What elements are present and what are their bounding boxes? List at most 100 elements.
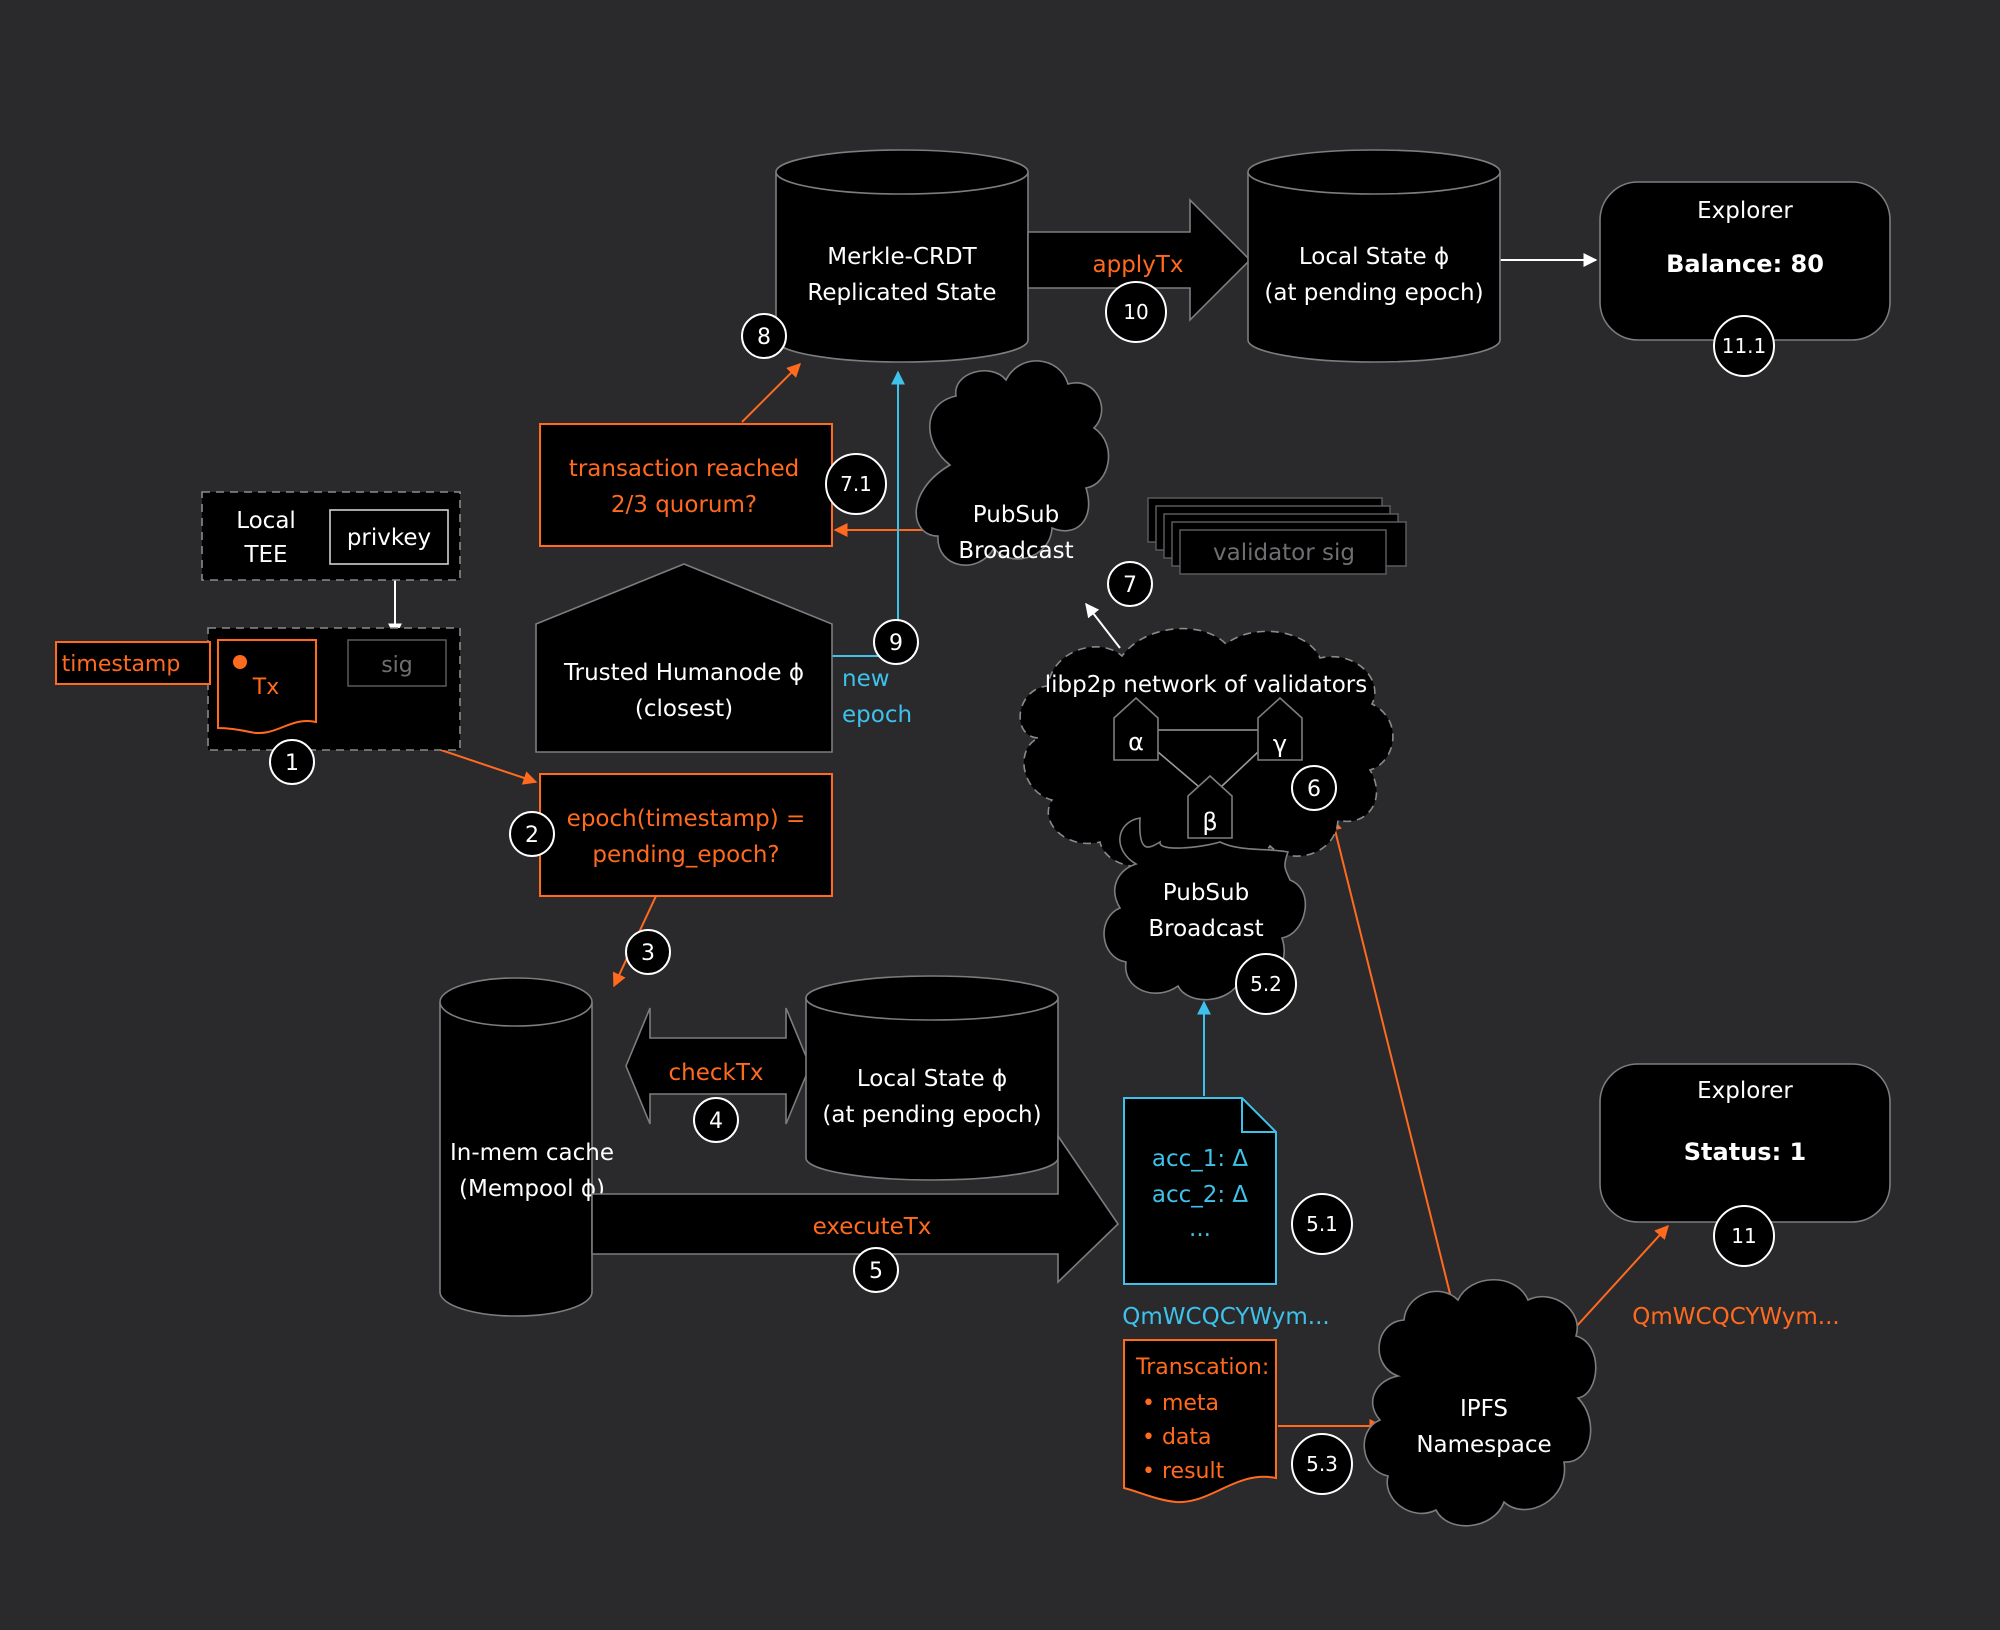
explorer-bottom-value: Status: 1 (1684, 1138, 1806, 1166)
local-state-top-cylinder: Local State ϕ (at pending epoch) (1247, 149, 1501, 363)
delta-cid: QmWCQCYWym... (1122, 1304, 1329, 1330)
svg-text:9: 9 (889, 631, 903, 656)
step-badge-3: 3 (625, 929, 671, 975)
epoch-check-line1: epoch(timestamp) = (567, 806, 806, 832)
quorum-line2: 2/3 quorum? (611, 492, 757, 518)
node-alpha: α (1113, 696, 1159, 761)
ipfs-line2: Namespace (1416, 1432, 1551, 1458)
pubsub-top-line1: PubSub (973, 502, 1059, 528)
local-tee-box: Local TEE privkey (201, 491, 461, 581)
svg-text:7.1: 7.1 (840, 472, 872, 496)
ipfs-line1: IPFS (1460, 1396, 1508, 1422)
transaction-item-data: • data (1142, 1425, 1212, 1450)
tee-line1: Local (236, 508, 296, 534)
timestamp-label: timestamp (62, 652, 181, 677)
libp2p-title: libp2p network of validators (1045, 672, 1367, 698)
node-beta: β (1187, 774, 1233, 839)
svg-text:2: 2 (525, 823, 539, 848)
arrow-quorum-to-merkle (741, 363, 801, 423)
pubsub-top-cloud: PubSub Broadcast (915, 360, 1110, 566)
svg-text:5.3: 5.3 (1306, 1452, 1338, 1476)
merkle-line2: Replicated State (807, 280, 996, 306)
svg-text:3: 3 (641, 941, 655, 966)
transaction-item-meta: • meta (1142, 1391, 1219, 1416)
new-epoch-line1: new (842, 666, 890, 692)
local-state-top-line2: (at pending epoch) (1264, 280, 1483, 306)
privkey-label: privkey (347, 525, 431, 551)
svg-text:5.1: 5.1 (1306, 1212, 1338, 1236)
transaction-title: Transcation: (1135, 1355, 1269, 1380)
step-badge-8: 8 (741, 313, 787, 359)
execute-tx-label: executeTx (813, 1214, 932, 1240)
step-badge-4: 4 (693, 1097, 739, 1143)
step-badge-6: 6 (1291, 765, 1337, 811)
svg-text:6: 6 (1307, 777, 1321, 802)
mempool-cylinder: In-mem cache (Mempool ϕ) (439, 977, 614, 1317)
pubsub-top-line2: Broadcast (958, 538, 1073, 564)
merkle-line1: Merkle-CRDT (827, 244, 977, 270)
validator-sig-stack: validator sig (1147, 497, 1407, 575)
arrow-new-epoch (830, 370, 905, 657)
svg-text:8: 8 (757, 325, 771, 350)
step-badge-7: 7 (1107, 561, 1153, 607)
svg-text:11.1: 11.1 (1722, 334, 1767, 358)
svg-text:10: 10 (1123, 300, 1148, 324)
delta-document: acc_1: Δ acc_2: Δ ... (1123, 1097, 1277, 1285)
arrow-ipfs-to-explorer (1563, 1224, 1669, 1341)
step-badge-11: 11 (1713, 1205, 1775, 1267)
explorer-bottom-title: Explorer (1697, 1078, 1793, 1104)
local-state-bottom-line2: (at pending epoch) (822, 1102, 1041, 1128)
svg-text:7: 7 (1123, 573, 1137, 598)
pubsub-bottom-line2: Broadcast (1148, 916, 1263, 942)
tx-label: Tx (252, 675, 279, 700)
local-state-top-line1: Local State ϕ (1299, 244, 1449, 270)
arrow-ipfs-to-libp2p (1328, 816, 1457, 1319)
check-tx-arrow: checkTx (625, 1007, 811, 1125)
explorer-bottom-box: Explorer Status: 1 (1599, 1063, 1891, 1223)
svg-text:5: 5 (869, 1259, 883, 1284)
humanode-line2: (closest) (635, 696, 733, 722)
epoch-check-line2: pending_epoch? (592, 842, 779, 868)
epoch-check-box: epoch(timestamp) = pending_epoch? (539, 773, 833, 897)
delta-line3: ... (1189, 1216, 1211, 1242)
mempool-line2: (Mempool ϕ) (459, 1176, 605, 1202)
pubsub-bottom-cloud: PubSub Broadcast (1103, 817, 1307, 1001)
delta-line1: acc_1: Δ (1152, 1146, 1249, 1172)
transaction-document: Transcation: • meta • data • result (1123, 1339, 1277, 1504)
svg-text:α: α (1128, 728, 1144, 756)
arrow-libp2p-to-pubsub (1085, 602, 1121, 649)
apply-tx-label: applyTx (1093, 252, 1184, 278)
local-state-bottom-cylinder: Local State ϕ (at pending epoch) (805, 975, 1059, 1181)
step-badge-5-3: 5.3 (1291, 1433, 1353, 1495)
step-badge-5: 5 (853, 1247, 899, 1293)
step-badge-10: 10 (1105, 281, 1167, 343)
apply-tx-arrow: applyTx (1027, 198, 1252, 322)
step-badge-7-1: 7.1 (825, 453, 887, 515)
explorer-bottom-cid: QmWCQCYWym... (1632, 1304, 1839, 1330)
quorum-box: transaction reached 2/3 quorum? (539, 423, 833, 547)
mempool-line1: In-mem cache (450, 1140, 614, 1166)
new-epoch-line2: epoch (842, 702, 912, 728)
sig-label: sig (381, 653, 413, 678)
delta-line2: acc_2: Δ (1152, 1182, 1249, 1208)
humanode-line1: Trusted Humanode ϕ (563, 660, 804, 686)
step-badges: 1 2 3 4 5 5.1 5.2 5.3 6 7 7.1 8 9 10 11 … (269, 281, 1775, 1495)
svg-text:β: β (1202, 808, 1217, 836)
humanode-house: Trusted Humanode ϕ (closest) (535, 563, 833, 753)
merkle-crdt-cylinder: Merkle-CRDT Replicated State (775, 149, 1029, 363)
svg-text:4: 4 (709, 1109, 723, 1134)
execute-tx-arrow: executeTx (591, 1133, 1120, 1284)
pubsub-bottom-line1: PubSub (1163, 880, 1249, 906)
svg-text:1: 1 (285, 751, 299, 776)
svg-text:11: 11 (1731, 1224, 1756, 1248)
libp2p-cloud: libp2p network of validators α γ β (1019, 627, 1394, 869)
step-badge-5-2: 5.2 (1235, 953, 1297, 1015)
step-badge-1: 1 (269, 739, 315, 785)
check-tx-label: checkTx (669, 1060, 764, 1086)
quorum-line1: transaction reached (569, 456, 799, 482)
explorer-top-value: Balance: 80 (1666, 250, 1824, 278)
svg-text:5.2: 5.2 (1250, 972, 1282, 996)
step-badge-5-1: 5.1 (1291, 1193, 1353, 1255)
validator-sig-label: validator sig (1213, 540, 1355, 566)
